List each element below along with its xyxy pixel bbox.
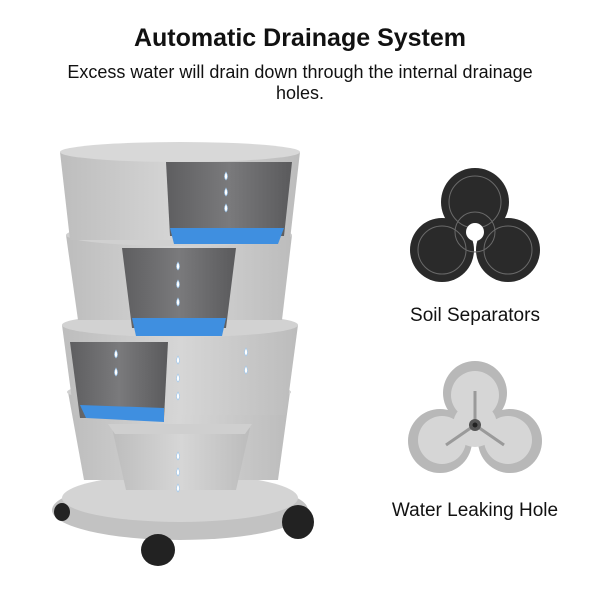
water-reservoir: [80, 405, 164, 422]
wheel: [54, 503, 70, 521]
soil-separators-label: Soil Separators: [410, 305, 540, 326]
stacked-planter-illustration: [52, 142, 314, 566]
water-drops: [114, 171, 248, 493]
soil-separator-image: [410, 168, 540, 282]
wheel: [141, 534, 175, 566]
water-reservoir: [170, 228, 284, 244]
page-subtitle: Excess water will drain down through the…: [67, 62, 533, 103]
water-leaking-hole-image: [408, 361, 542, 473]
water-reservoir: [132, 318, 226, 336]
separator-center-hole: [466, 223, 484, 241]
page-title: Automatic Drainage System: [133, 24, 467, 52]
wheel: [282, 505, 314, 539]
water-leaking-hole-label: Water Leaking Hole: [391, 500, 559, 521]
